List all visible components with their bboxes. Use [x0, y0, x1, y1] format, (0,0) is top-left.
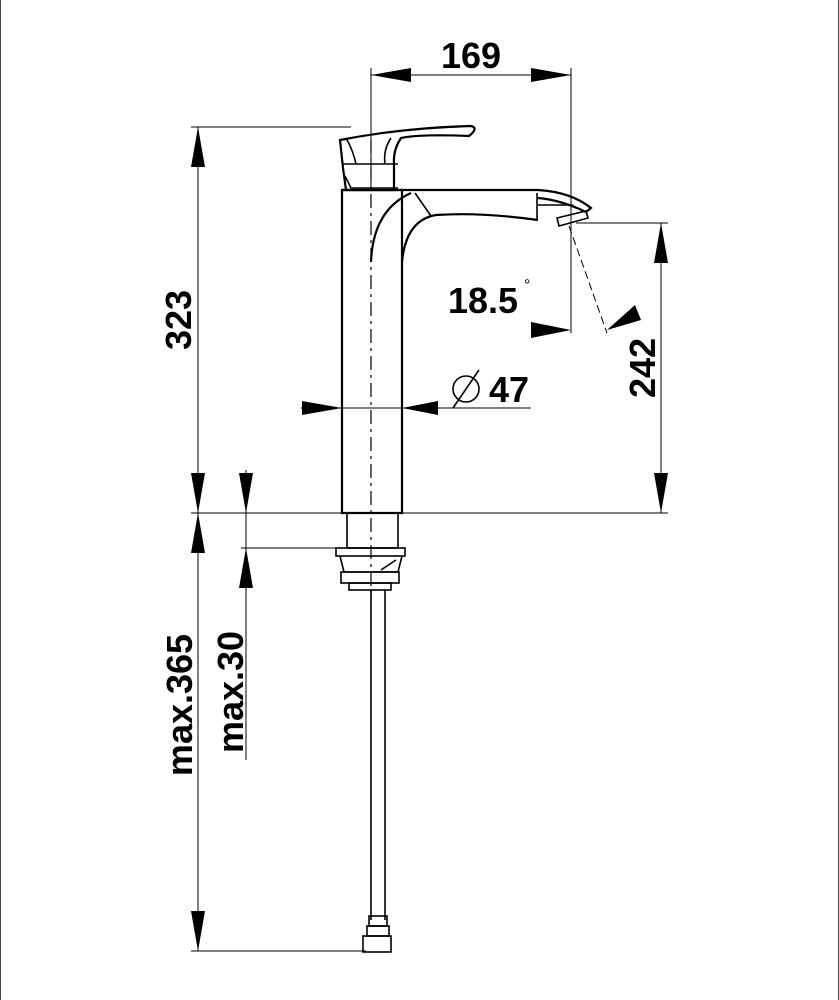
dimension-spout-height: 242 — [622, 223, 668, 513]
dimension-body-diameter: 47 — [301, 369, 531, 415]
mounting-depth-label: max.365 — [159, 634, 200, 776]
dimension-spout-reach: 169 — [371, 35, 571, 82]
body-diameter-label: 47 — [489, 369, 529, 410]
diameter-icon — [452, 375, 480, 403]
dimension-total-height: 323 — [158, 127, 205, 513]
extension-lines — [191, 68, 668, 952]
total-height-label: 323 — [158, 290, 199, 350]
faucet-handle — [338, 124, 476, 192]
dimension-mounting-depth: max.365 — [159, 513, 205, 951]
dimension-spout-angle: 18.5 ° — [448, 277, 641, 338]
supply-hose — [362, 590, 392, 953]
dimension-deck-thickness: max.30 — [210, 470, 253, 760]
faucet-body — [340, 140, 404, 600]
faucet-spout — [342, 188, 593, 263]
spout-height-label: 242 — [622, 338, 663, 398]
spout-angle-label: 18.5 — [448, 280, 518, 321]
spout-reach-label: 169 — [441, 35, 501, 76]
degree-symbol: ° — [524, 277, 530, 294]
deck-thickness-label: max.30 — [210, 631, 251, 753]
